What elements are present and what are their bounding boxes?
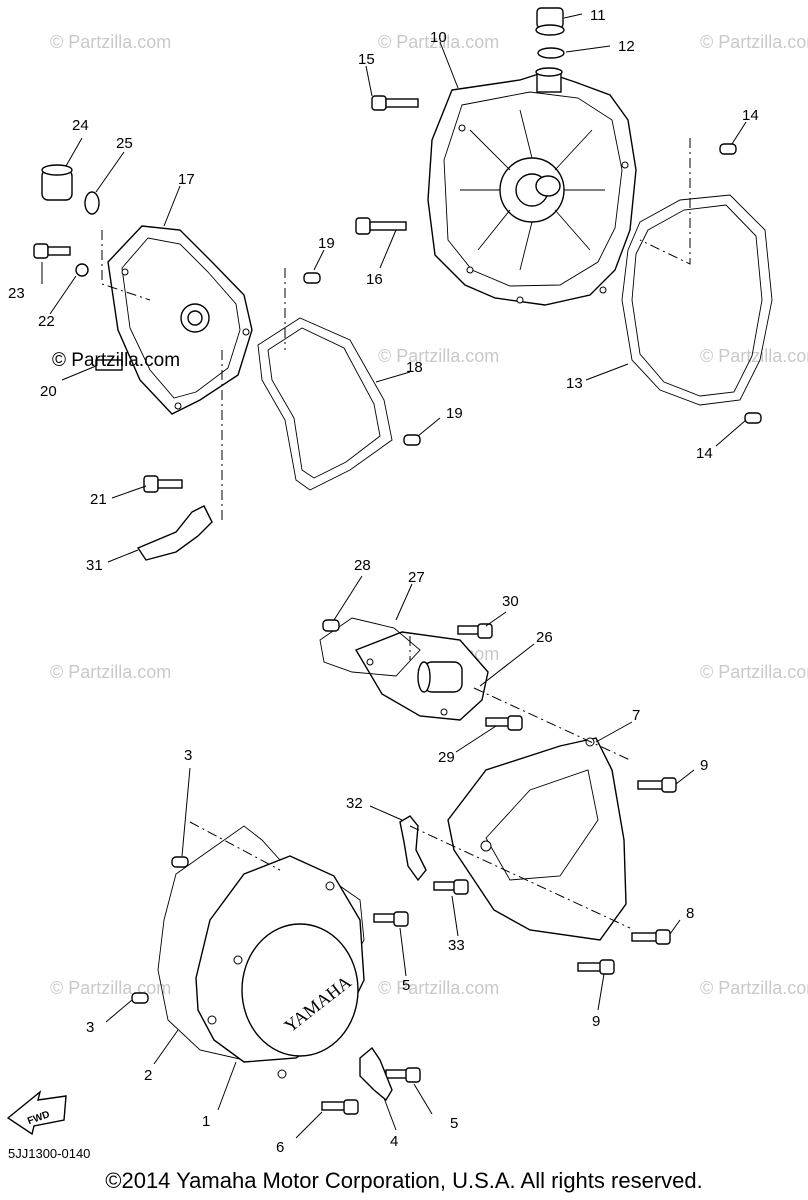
part-dowel-14: [744, 412, 762, 424]
watermark: © Partzilla.com: [700, 32, 808, 52]
part-crankcase-cover-10: [427, 67, 637, 306]
part-oil-cap-11: [535, 7, 565, 36]
watermark: © Partzilla.com: [378, 32, 499, 52]
part-pickup-26: [354, 631, 489, 721]
part-dowel-14: [719, 143, 737, 155]
part-o-ring-12: [537, 47, 565, 59]
part-sprocket-cover-7: [447, 737, 627, 941]
part-plug-24: [41, 164, 73, 201]
callout-label: 6: [276, 1139, 284, 1156]
watermark: © Partzilla.com: [50, 662, 171, 682]
part-gasket-13: [621, 194, 773, 406]
part-dowel-3: [171, 856, 189, 868]
callout-label: 20: [40, 383, 57, 400]
callout-label: 27: [408, 569, 425, 586]
watermark: © Partzilla.com: [50, 978, 171, 998]
part-cover-17: [107, 225, 253, 415]
callout-layer: 1 2 3 3 4 5 5 6 7 8 9 9 10 11 12 13 14 1…: [8, 7, 759, 1156]
callout-label: 22: [38, 313, 55, 330]
part-bolt-6: [321, 1099, 359, 1115]
part-bracket-4: [359, 1046, 393, 1102]
part-gasket-18: [257, 317, 393, 491]
copyright-notice: ©2014 Yamaha Motor Corporation, U.S.A. A…: [105, 1168, 703, 1193]
part-bolt-33: [433, 879, 469, 895]
watermark: © Partzilla.com: [700, 662, 808, 682]
callout-label: 14: [696, 445, 713, 462]
part-bolt-16: [355, 217, 407, 235]
callout-label: 2: [144, 1067, 152, 1084]
callout-label: 18: [406, 359, 423, 376]
diagram-code: 5JJ1300-0140: [8, 1146, 91, 1161]
part-gasket-18-inner: [267, 327, 381, 479]
watermark-highlighted: © Partzilla.com: [52, 350, 180, 371]
leader-dash: [189, 821, 281, 871]
callout-label: 7: [632, 707, 640, 724]
callout-label: 11: [590, 7, 606, 24]
watermark: © Partzilla.com: [50, 32, 171, 52]
callout-label: 28: [354, 557, 371, 574]
watermark: © Partzilla.com: [378, 346, 499, 366]
watermark: © Partzilla.com: [700, 346, 808, 366]
part-bolt-21: [143, 475, 183, 493]
fwd-arrow-icon: FWD: [6, 1090, 67, 1136]
callout-label: 19: [318, 235, 335, 252]
callout-label: 5: [450, 1115, 458, 1132]
callout-label: 23: [8, 285, 25, 302]
callout-label: 9: [700, 757, 708, 774]
part-bolt-20: [95, 359, 123, 371]
leader-dash: [473, 687, 631, 761]
callout-label: 3: [86, 1019, 94, 1036]
part-bolt-29: [485, 715, 523, 731]
part-bolt-30: [457, 623, 493, 639]
part-bolt-15: [371, 95, 419, 111]
watermark: © Partzilla.com: [378, 978, 499, 998]
part-stator-cover-1: YAMAHA: [195, 855, 365, 1079]
part-bolt-23: [33, 243, 71, 259]
callout-label: 31: [86, 557, 103, 574]
part-dowel-3: [131, 992, 149, 1004]
callout-label: 3: [184, 747, 192, 764]
callout-label: 12: [618, 38, 635, 55]
callout-label: 9: [592, 1013, 600, 1030]
leader-dash: [101, 230, 151, 301]
callout-label: 21: [90, 491, 107, 508]
callout-label: 5: [402, 977, 410, 994]
part-bracket-31: [136, 505, 213, 561]
part-washer-22: [75, 263, 89, 277]
callout-label: 17: [178, 171, 195, 188]
part-bolt-8: [631, 929, 671, 945]
callout-label: 30: [502, 593, 519, 610]
part-gasket-27: [319, 617, 421, 677]
part-bolt-5: [385, 1067, 421, 1083]
callout-label: 32: [346, 795, 363, 812]
part-bolt-9: [637, 777, 677, 793]
part-bracket-32: [399, 815, 427, 882]
callout-label: 1: [202, 1113, 210, 1130]
callout-label: 33: [448, 937, 465, 954]
callout-label: 24: [72, 117, 89, 134]
part-dowel-19: [303, 272, 321, 284]
callout-label: 29: [438, 749, 455, 766]
callout-label: 13: [566, 375, 583, 392]
callout-label: 14: [742, 107, 759, 124]
callout-label: 16: [366, 271, 383, 288]
part-bolt-9: [577, 959, 615, 975]
part-dowel-19: [403, 434, 421, 446]
watermark: © Partzilla.com: [700, 978, 808, 998]
part-bolt-5: [373, 911, 409, 927]
callout-label: 25: [116, 135, 133, 152]
leader-dash: [409, 825, 631, 929]
callout-label: 26: [536, 629, 553, 646]
leader-dash: [639, 138, 691, 265]
part-o-ring-25: [84, 191, 100, 215]
callout-label: 19: [446, 405, 463, 422]
callout-label: 8: [686, 905, 694, 922]
leader-lines: [41, 13, 747, 1139]
callout-label: 10: [430, 29, 447, 46]
part-gasket-13-inner: [631, 204, 763, 397]
callout-label: 4: [390, 1133, 398, 1150]
callout-label: 15: [358, 51, 375, 68]
part-dowel-28: [322, 619, 340, 632]
